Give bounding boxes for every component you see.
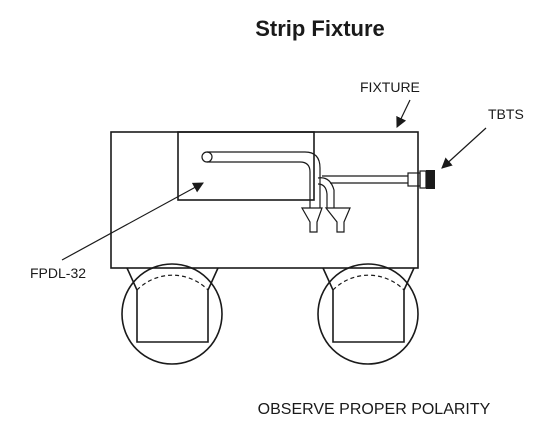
tbts-connector — [426, 170, 435, 189]
left-leg — [126, 267, 219, 343]
diagram-title: Strip Fixture — [255, 16, 385, 41]
fpdl-tubing — [201, 151, 435, 233]
left-wheel — [121, 263, 223, 365]
right-wheel — [317, 263, 419, 365]
tbts-label: TBTS — [488, 106, 524, 122]
fixture-panel — [177, 131, 315, 201]
right-leg — [322, 267, 415, 343]
polarity-note: OBSERVE PROPER POLARITY — [258, 401, 491, 418]
fixture-label: FIXTURE — [360, 79, 420, 95]
fpdl-label: FPDL-32 — [30, 265, 86, 281]
